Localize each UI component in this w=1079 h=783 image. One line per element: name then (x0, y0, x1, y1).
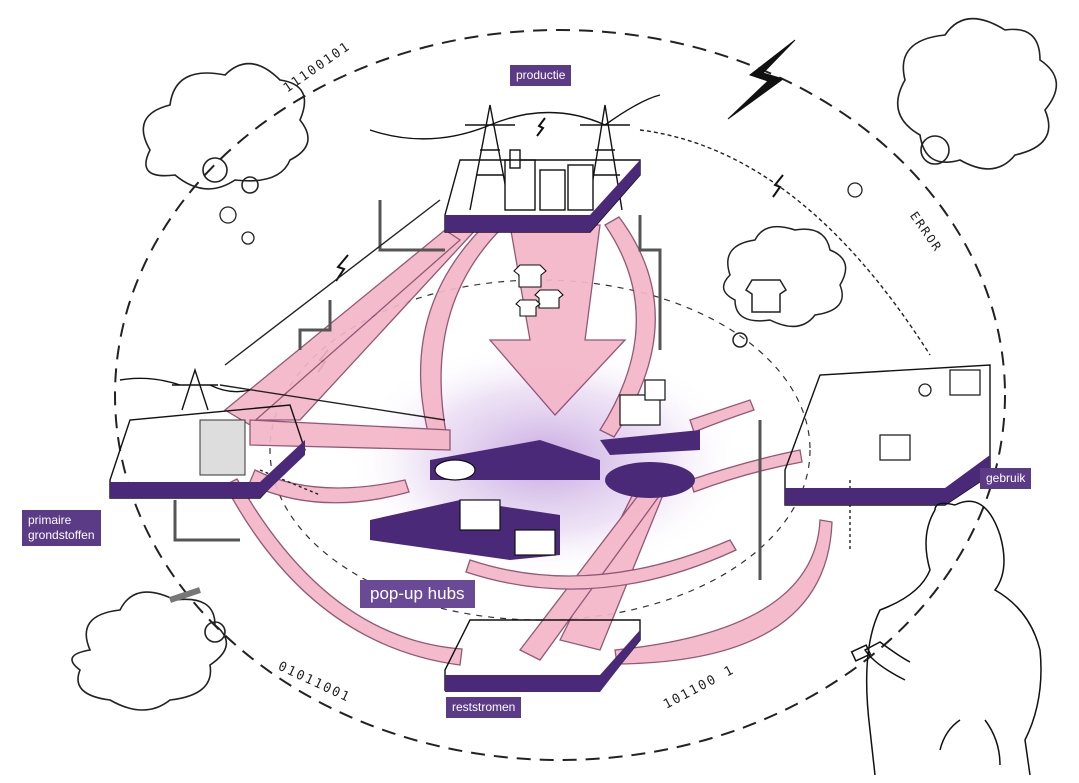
box-icon (514, 529, 556, 556)
connection-lines (169, 129, 931, 603)
building-icon (199, 419, 246, 476)
label-productie: productie (510, 65, 572, 86)
platform-primaire (109, 404, 306, 499)
box-icon (949, 369, 981, 396)
thought-cloud-icon (722, 225, 847, 348)
power-pylons (119, 94, 661, 411)
flow-residual-to-resources (224, 478, 463, 666)
platform-reststromen (444, 619, 641, 692)
tshirt-icon (513, 264, 564, 317)
material-flows (223, 216, 833, 666)
label-gebruik: gebruik (980, 468, 1032, 489)
person-icon (850, 500, 1042, 776)
flow-hubs-out-left (248, 469, 410, 504)
box-icon (879, 434, 911, 461)
outer-cycle-ring (114, 29, 1006, 761)
label-reststromen: reststromen (446, 697, 522, 718)
flow-right-loop (599, 216, 656, 438)
platform-productie (444, 159, 641, 233)
flow-resources-to-hubs (249, 419, 451, 451)
platform-gebruik (784, 364, 991, 506)
cloud-icon (896, 17, 1058, 170)
box-icon (644, 379, 666, 401)
flow-hubs-bottom (465, 539, 737, 590)
lightning-icon (536, 117, 546, 137)
flow-hubs-to-use (689, 449, 803, 493)
cloud-icon (142, 62, 309, 194)
flow-hubs-right (689, 399, 755, 433)
flow-use-to-residual (614, 519, 833, 665)
lightning-icon (727, 39, 796, 120)
platform-hubs (370, 379, 700, 560)
label-primaire-grondstoffen: primaire grondstoffen (22, 510, 101, 546)
label-pop-up-hubs: pop-up hubs (360, 580, 475, 608)
factory-icon (504, 149, 594, 211)
box-icon (459, 499, 501, 531)
small-cloud-icon (219, 182, 932, 397)
cloud-icon (71, 591, 228, 711)
lightning-icon (335, 254, 349, 282)
